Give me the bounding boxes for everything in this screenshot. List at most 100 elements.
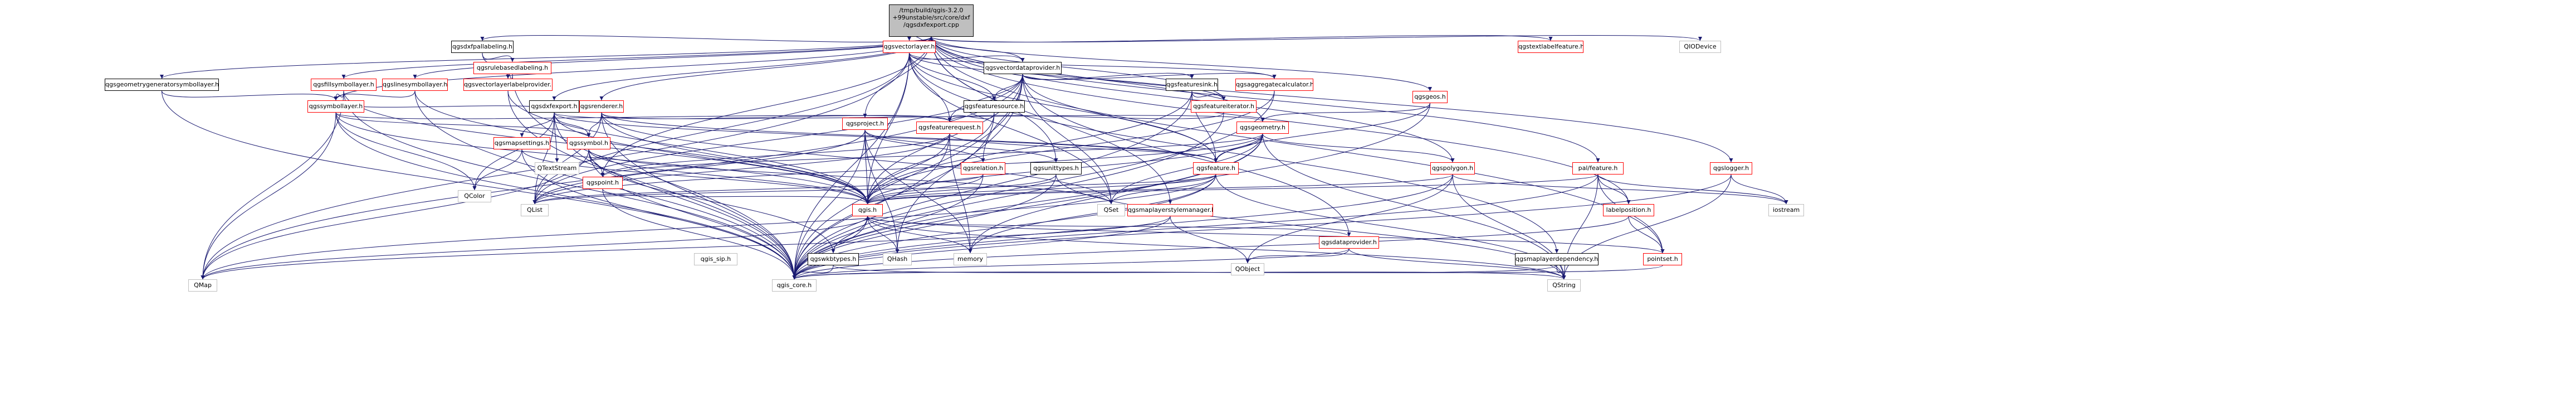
edge-pointset-to-qgis: [866, 216, 1663, 254]
node-qiodevice[interactable]: QIODevice: [1679, 41, 1721, 53]
edge-qgsmaplayerstylemanager-to-qgis_core: [792, 216, 1171, 280]
edge-qgsfeaturerequest-to-qgsfeature: [949, 133, 1218, 163]
edge-qgsfeaturesink-to-qgsfeatureiterator: [1191, 90, 1226, 101]
edge-qgsdataprovider-to-qstring: [1348, 248, 1566, 280]
node-labelposition[interactable]: labelposition.h: [1603, 204, 1654, 216]
node-qstring[interactable]: QString: [1547, 279, 1581, 292]
node-qgssymbol[interactable]: qgssymbol.h: [567, 137, 610, 149]
node-qgsfeatureiterator[interactable]: qgsfeatureiterator.h: [1191, 100, 1257, 113]
node-qgsmaplayerdependency[interactable]: qgsmaplayerdependency.h: [1515, 253, 1599, 265]
edge-qgis-to-qmap: [201, 216, 868, 280]
edge-qgsvectorlayer-to-qgsfeaturesource: [909, 52, 996, 101]
node-qgsrenderer[interactable]: qgsrenderer.h: [579, 100, 624, 113]
node-qgswkbtypes[interactable]: qgswkbtypes.h: [808, 253, 859, 265]
edge-qgsfeaturerequest-to-qlist: [532, 133, 950, 205]
edge-qgsrenderer-to-qgsfeature: [601, 112, 1218, 163]
node-qgsvectorlayer[interactable]: qgsvectorlayer.h: [883, 41, 936, 53]
edge-qgsfeaturesource-to-qgsfeaturerequest: [947, 112, 995, 122]
node-qgsgeos[interactable]: qgsgeos.h: [1412, 91, 1448, 103]
node-qhash[interactable]: QHash: [883, 253, 912, 265]
edge-qgsgeometry-to-qgis_core: [792, 133, 1263, 280]
node-qgsrulebasedlabeling[interactable]: qgsrulebasedlabeling.h: [473, 62, 551, 74]
edge-qgsmaplayerdependency-to-qgis_core: [792, 265, 1557, 280]
edge-labelposition-to-pointset: [1628, 216, 1665, 254]
edge-qgssymbollayer-to-qgis: [335, 112, 869, 205]
edge-qgsmaplayerdependency-to-qstring: [1556, 265, 1566, 280]
edge-qgsrelation-to-qgis_core: [792, 174, 984, 280]
edge-qgsproject-to-qgis_core: [792, 129, 866, 280]
node-qgssymbollayer[interactable]: qgssymbollayer.h: [307, 100, 364, 113]
node-pallabelposition[interactable]: pal/feature.h: [1572, 162, 1624, 175]
node-qgsdxfexport[interactable]: qgsdxfexport.h: [529, 100, 579, 113]
node-qgsvectordataprovider[interactable]: qgsvectordataprovider.h: [984, 62, 1062, 74]
edge-qgsvectorlayer-to-qgsaggregatecalculator: [909, 52, 1277, 79]
node-qlist[interactable]: QList: [521, 204, 549, 216]
node-qgstextlabelfeature[interactable]: qgstextlabelfeature.h: [1518, 41, 1583, 53]
node-qgsfeature[interactable]: qgsfeature.h: [1193, 162, 1239, 175]
node-qgsunittypes[interactable]: qgsunittypes.h: [1030, 162, 1082, 175]
node-qgsproject[interactable]: qgsproject.h: [842, 118, 888, 130]
node-qgspolygon[interactable]: qgspolygon.h: [1430, 162, 1475, 175]
edge-qgsvectorlayer-to-qset: [909, 52, 1113, 205]
edge-qgswkbtypes-to-qgis_core: [792, 265, 834, 280]
edge-qgspoint-to-qgis_core: [602, 188, 796, 280]
edge-qgspoint-to-qgis: [602, 188, 869, 205]
node-pointset[interactable]: pointset.h: [1643, 253, 1682, 265]
node-qgspoint[interactable]: qgspoint.h: [583, 177, 623, 189]
node-qcolor[interactable]: QColor: [458, 190, 491, 202]
node-iostream[interactable]: iostream: [1768, 204, 1804, 216]
root-line-3: /qgsdxfexport.cpp: [903, 21, 959, 28]
node-qgsdataprovider[interactable]: qgsdataprovider.h: [1319, 236, 1379, 249]
edge-qgsfeaturesink-to-qgis: [866, 90, 1192, 205]
edge-qgslogger-to-iostream: [1731, 174, 1788, 205]
edge-root-to-qiodevice: [931, 35, 1702, 43]
node-qgsfeaturerequest[interactable]: qgsfeaturerequest.h: [916, 122, 983, 134]
root-node-qgsdxfexport-cpp: /tmp/build/qgis-3.2.0 +99unstable/src/co…: [889, 4, 974, 37]
edge-root-to-qgsgeos: [931, 36, 1432, 91]
edge-qgsproject-to-qlist: [532, 129, 866, 205]
node-qgsvectorlayerlabelprovider[interactable]: qgsvectorlayerlabelprovider.h: [463, 79, 553, 91]
edge-qgssymbol-to-qgis_core: [588, 149, 796, 280]
node-qgslinesymbollayer[interactable]: qgslinesymbollayer.h: [382, 79, 448, 91]
edge-qgsmaplayerstylemanager-to-qobject: [1170, 216, 1250, 264]
node-qgsgeometry[interactable]: qgsgeometry.h: [1236, 122, 1289, 134]
root-line-1: /tmp/build/qgis-3.2.0: [899, 7, 964, 14]
node-qgsrelation[interactable]: qgsrelation.h: [961, 162, 1005, 175]
node-qgsdxfpallabeling[interactable]: qgsdxfpallabeling.h: [451, 41, 514, 53]
edge-qgsfeature-to-qlist: [532, 174, 1216, 205]
edge-qgsvectorlayerlabelprovider-to-qgis_core: [507, 90, 796, 280]
edge-qgsdataprovider-to-qobject: [1245, 248, 1350, 264]
node-qgsfeaturesource[interactable]: qgsfeaturesource.h: [964, 100, 1025, 113]
node-qmap[interactable]: QMap: [188, 279, 217, 292]
node-qgsgeometrygeneratorsymbollayer[interactable]: qgsgeometrygeneratorsymbollayer.h: [105, 79, 219, 91]
edge-qgsgeometry-to-qgspolygon: [1262, 133, 1455, 163]
node-qgsfillsymbollayer[interactable]: qgsfillsymbollayer.h: [311, 79, 377, 91]
node-qgsmapsettings[interactable]: qgsmapsettings.h: [493, 137, 550, 149]
edge-qgsproject-to-qgsrelation: [864, 129, 985, 163]
edge-qgsfeaturerequest-to-qgis: [866, 133, 950, 205]
node-qgsfeaturesink[interactable]: qgsfeaturesink.h: [1166, 79, 1218, 91]
node-qgsmaplayerstylemanager[interactable]: qgsmaplayerstylemanager.h: [1127, 204, 1213, 216]
edge-qgspolygon-to-qgis: [866, 174, 1453, 205]
node-memory[interactable]: memory: [954, 253, 987, 265]
edge-qgsrenderer-to-qgsfeaturerequest: [601, 112, 952, 122]
edge-pallabelposition-to-qgis: [866, 174, 1599, 205]
node-qgsaggregatecalculator[interactable]: qgsaggregatecalculator.h: [1235, 79, 1313, 91]
edge-qgsvectordataprovider-to-qgsdataprovider: [1022, 74, 1351, 237]
edge-qgsunittypes-to-qgis: [866, 174, 1057, 205]
node-qgslogger[interactable]: qgslogger.h: [1710, 162, 1752, 175]
node-qgis-core[interactable]: qgis_core.h: [772, 279, 817, 292]
node-qobject[interactable]: QObject: [1231, 263, 1264, 275]
edge-qgsvectorlayer-to-qlist: [532, 52, 910, 205]
node-qgis[interactable]: qgis.h: [852, 204, 883, 216]
node-qgs-sip[interactable]: qgis_sip.h: [694, 253, 737, 265]
edge-labelposition-to-qgis_core: [792, 216, 1629, 280]
edge-qgssymbollayer-to-qcolor: [335, 112, 477, 191]
edge-qgsproject-to-memory: [864, 129, 972, 254]
edge-qgsgeometry-to-qgspoint: [600, 133, 1263, 177]
edge-qgsgeos-to-qgsgeometry: [1260, 103, 1430, 122]
node-qset[interactable]: QSet: [1097, 204, 1125, 216]
node-qtextstream[interactable]: QTextStream: [535, 162, 579, 175]
edge-qgsgeometry-to-qstring: [1262, 133, 1566, 280]
